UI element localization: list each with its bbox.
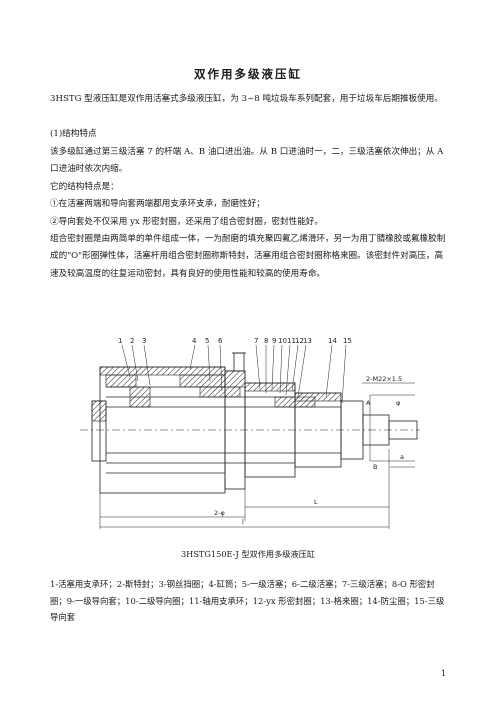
thread-spec-label: 2-M22×1.5 bbox=[366, 375, 402, 383]
port-a-label: A bbox=[366, 399, 371, 407]
figure-caption: 3HSTG150E-J 型双作用多级液压缸 bbox=[180, 549, 316, 559]
document-title: 双作用多级液压缸 bbox=[194, 67, 302, 81]
part-number-14: 14 bbox=[328, 337, 337, 345]
parts-legend: 1-活塞用支承环；2-斯特封；3-钢丝挡圈；4-缸筒；5-一级活塞；6-二级活塞… bbox=[50, 579, 445, 622]
port-b-label: B bbox=[373, 463, 377, 471]
page-number: 1 bbox=[440, 669, 446, 678]
cylinder-drawing: 1 2 3 4 5 6 7 8 9 10 11 12 13 14 15 2-M2… bbox=[80, 337, 420, 529]
part-number-2: 2 bbox=[130, 337, 134, 345]
phi-dimension-label: φ bbox=[396, 399, 400, 407]
part-number-1: 1 bbox=[118, 337, 122, 345]
part-number-8: 8 bbox=[264, 337, 268, 345]
part-number-13: 13 bbox=[303, 337, 312, 345]
length-L-label: L bbox=[314, 498, 318, 506]
length-l-label: l bbox=[242, 518, 244, 526]
feature-item-2: ②导向套处不仅采用 yx 形密封圈，还采用了组合密封圈，密封性能好。 bbox=[50, 217, 323, 227]
part-number-11: 11 bbox=[287, 337, 296, 345]
two-phi-label: 2-φ bbox=[214, 509, 225, 517]
intro-paragraph: 3HSTG 型液压缸是双作用活塞式多级液压缸，为 3~8 吨垃圾车系列配套，用于… bbox=[50, 94, 443, 104]
part-number-9: 9 bbox=[272, 337, 276, 345]
part-number-12: 12 bbox=[295, 337, 304, 345]
seal-paragraph: 组合密封圈是由两简单的单件组成一体，一为耐磨的填充聚四氟乙烯滑环，另一为用丁腈橡… bbox=[50, 234, 446, 279]
part-number-4: 4 bbox=[192, 337, 197, 345]
part-number-5: 5 bbox=[205, 337, 209, 345]
part-number-15: 15 bbox=[343, 337, 352, 345]
dimension-a-label: a bbox=[400, 453, 404, 461]
part-number-7: 7 bbox=[254, 337, 258, 345]
oil-port-paragraph: 该多级缸通过第三级活塞 7 的杆端 A、B 油口进出油。从 B 口进油时一，二，… bbox=[50, 147, 444, 175]
part-number-3: 3 bbox=[142, 337, 146, 345]
feature-item-1: ①在活塞两端和导向套两端都用支承环支承，耐磨性好； bbox=[50, 199, 265, 209]
part-number-10: 10 bbox=[278, 337, 287, 345]
part-number-6: 6 bbox=[218, 337, 223, 345]
section-heading-structure: (1)结构特点 bbox=[50, 129, 97, 139]
features-lead: 它的结构特点是： bbox=[50, 182, 119, 192]
